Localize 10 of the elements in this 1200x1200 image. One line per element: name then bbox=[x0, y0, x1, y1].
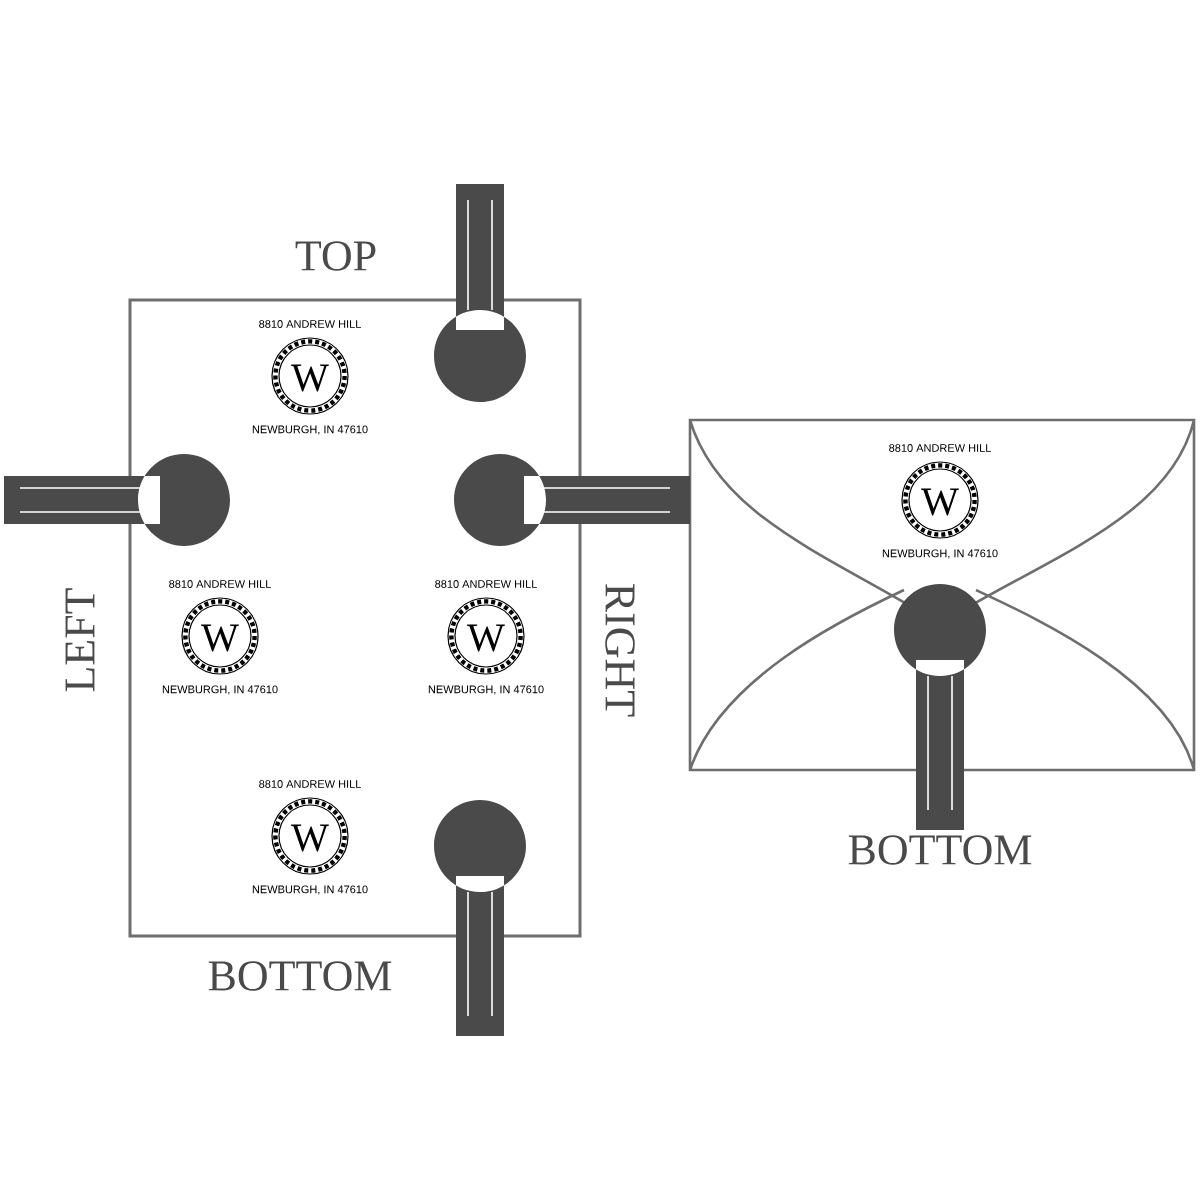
monogram-letter: W bbox=[467, 624, 505, 652]
monogram-letter: W bbox=[921, 488, 959, 516]
side-label: RIGHT bbox=[605, 584, 635, 717]
monogram-letter: W bbox=[291, 364, 329, 392]
side-label: BOTTOM bbox=[848, 835, 1032, 865]
side-label: BOTTOM bbox=[208, 961, 392, 991]
side-label: TOP bbox=[295, 241, 376, 271]
monogram-letter: W bbox=[201, 624, 239, 652]
monogram-letter: W bbox=[291, 824, 329, 852]
side-label: LEFT bbox=[65, 588, 95, 692]
